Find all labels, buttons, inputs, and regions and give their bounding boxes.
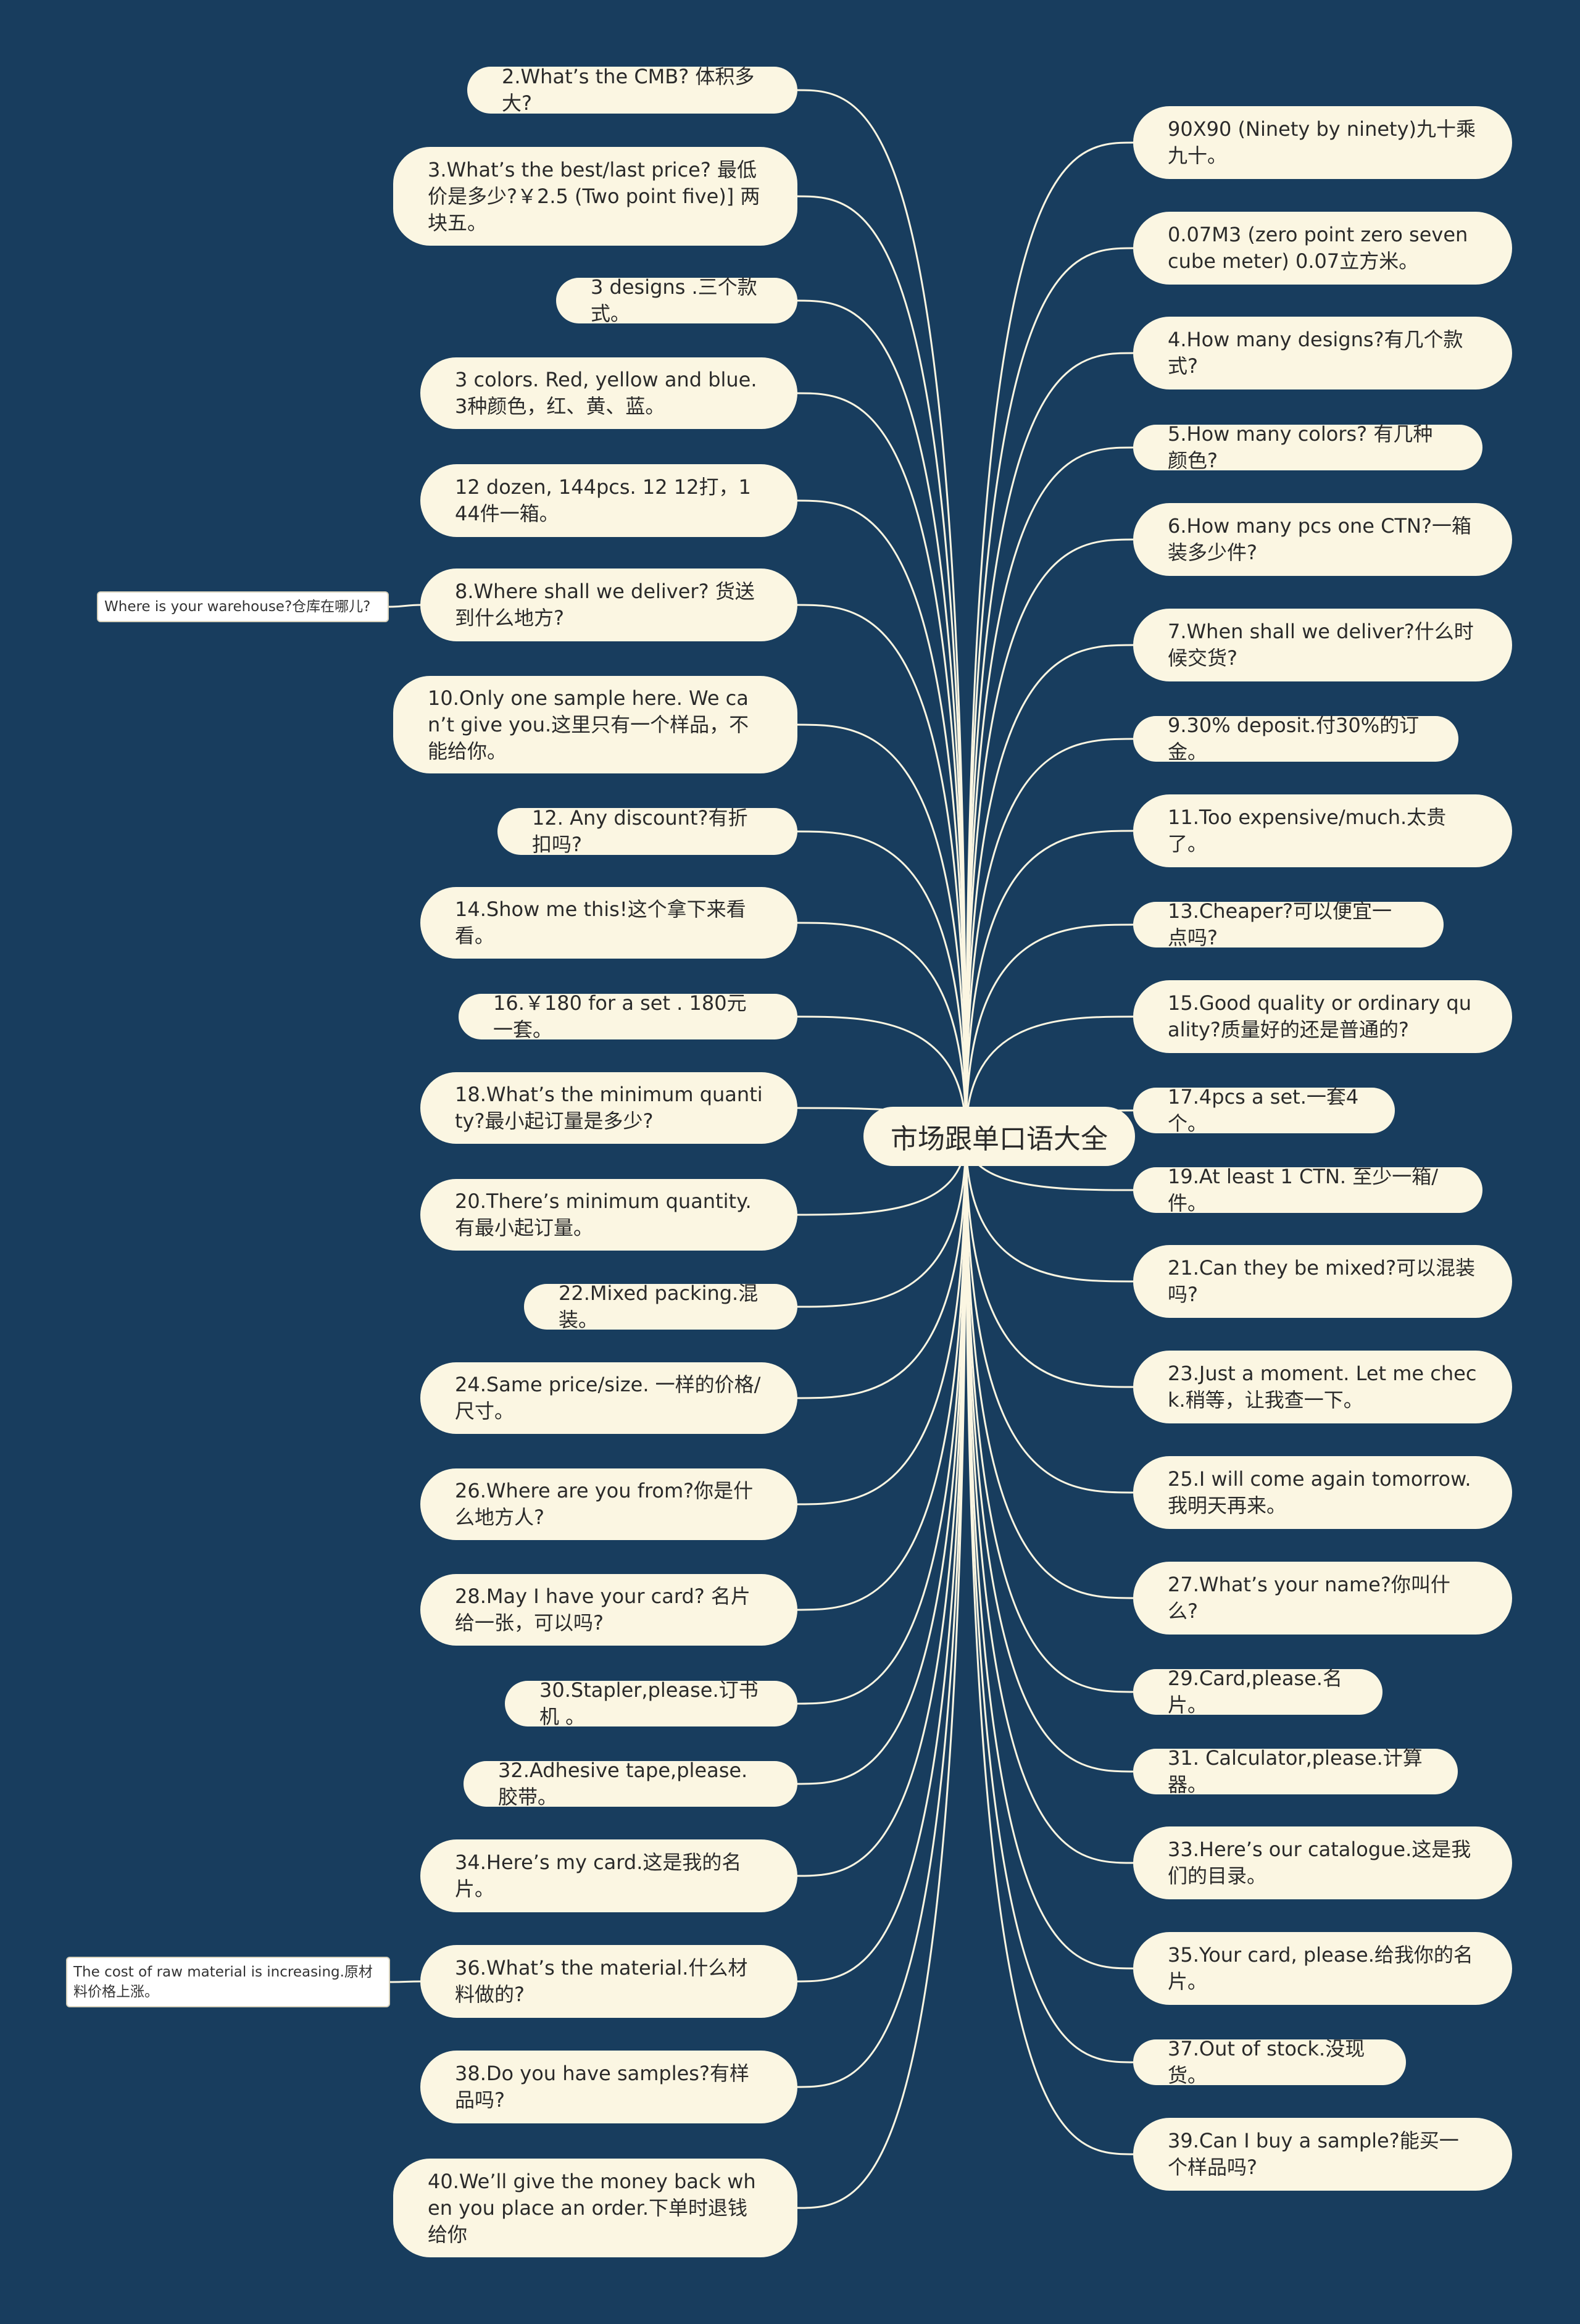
topic-node-right[interactable]: 5.How many colors? 有几种颜色?	[1133, 422, 1482, 472]
central-topic[interactable]: 市场跟单口语大全	[863, 1107, 1135, 1166]
topic-node-right[interactable]: 23.Just a moment. Let me check.稍等，让我查一下。	[1133, 1351, 1512, 1423]
connector-line	[796, 830, 967, 1137]
topic-node-right[interactable]: 33.Here’s our catalogue.这是我们的目录。	[1133, 1826, 1512, 1899]
sub-topic-note[interactable]: The cost of raw material is increasing.原…	[66, 1957, 390, 2007]
connector-line	[796, 723, 967, 1137]
connector-line	[965, 1136, 1135, 1864]
connector-line	[796, 1136, 967, 2088]
topic-node-right[interactable]: 0.07M3 (zero point zero seven cube meter…	[1133, 212, 1512, 285]
connector-line	[796, 922, 967, 1137]
connector-line	[796, 392, 967, 1137]
topic-node-left[interactable]: 22.Mixed packing.混装。	[524, 1281, 797, 1331]
topic-node-left[interactable]: 28.May I have your card? 名片给一张，可以吗?	[420, 1574, 797, 1646]
topic-node-left[interactable]: 26.Where are you from?你是什么地方人?	[420, 1468, 797, 1540]
connector-line	[796, 1136, 967, 1983]
topic-node-left[interactable]: 24.Same price/size. 一样的价格/尺寸。	[420, 1362, 797, 1434]
connector-line	[965, 352, 1135, 1137]
topic-node-left[interactable]: 40.We’ll give the money back when you pl…	[393, 2159, 797, 2257]
connector-line	[965, 923, 1135, 1137]
connector-line	[796, 499, 967, 1137]
sub-topic-note[interactable]: Where is your warehouse?仓库在哪儿?	[97, 591, 389, 622]
topic-node-right[interactable]: 90X90 (Ninety by ninety)九十乘九十。	[1133, 106, 1512, 179]
connector-line	[965, 1136, 1135, 2155]
connector-line	[965, 1136, 1135, 1599]
topic-node-right[interactable]: 15.Good quality or ordinary quality?质量好的…	[1133, 980, 1512, 1053]
topic-node-right[interactable]: 35.Your card, please.给我你的名片。	[1133, 1932, 1512, 2005]
topic-node-left[interactable]: 3 colors. Red, yellow and blue. 3种颜色，红、黄…	[420, 357, 797, 429]
topic-node-left[interactable]: 38.Do you have samples?有样品吗?	[420, 2051, 797, 2123]
topic-node-right[interactable]: 31. Calculator,please.计算器。	[1133, 1746, 1458, 1796]
topic-node-left[interactable]: 12 dozen, 144pcs. 12 12打，144件一箱。	[420, 464, 797, 537]
connector-line	[796, 1136, 967, 1506]
connector-line	[965, 1136, 1135, 2064]
topic-node-right[interactable]: 29.Card,please.名片。	[1133, 1667, 1382, 1717]
connector-line	[796, 604, 967, 1137]
connector-line	[796, 89, 967, 1137]
topic-node-right[interactable]: 27.What’s your name?你叫什么?	[1133, 1562, 1512, 1635]
connector-line	[965, 1136, 1135, 1283]
topic-node-right[interactable]: 39.Can I buy a sample?能买一个样品吗?	[1133, 2118, 1512, 2191]
topic-node-right[interactable]: 21.Can they be mixed?可以混装吗?	[1133, 1245, 1512, 1318]
topic-node-right[interactable]: 9.30% deposit.付30%的订金。	[1133, 714, 1458, 764]
connector-line	[965, 1015, 1135, 1137]
topic-node-left[interactable]: 8.Where shall we deliver? 货送到什么地方?	[420, 569, 797, 641]
topic-node-left[interactable]: 32.Adhesive tape,please.胶带。	[464, 1759, 797, 1809]
connector-line	[796, 1136, 967, 1877]
topic-node-left[interactable]: 18.What’s the minimum quantity?最小起订量是多少?	[420, 1072, 797, 1144]
connector-line	[796, 1136, 967, 1785]
connector-line	[389, 1980, 422, 1983]
topic-node-left[interactable]: 2.What’s the CMB? 体积多大?	[467, 65, 797, 115]
topic-node-right[interactable]: 17.4pcs a set.一套4个。	[1133, 1085, 1395, 1135]
topic-node-right[interactable]: 7.When shall we deliver?什么时候交货?	[1133, 609, 1512, 681]
topic-node-left[interactable]: 12. Any discount?有折扣吗?	[497, 806, 797, 856]
topic-node-right[interactable]: 4.How many designs?有几个款式?	[1133, 317, 1512, 389]
topic-node-right[interactable]: 25.I will come again tomorrow.我明天再来。	[1133, 1456, 1512, 1529]
connector-line	[796, 1136, 967, 1705]
topic-node-left[interactable]: 10.Only one sample here. We can’t give y…	[393, 676, 797, 773]
topic-node-right[interactable]: 6.How many pcs one CTN?一箱装多少件?	[1133, 503, 1512, 576]
connector-line	[796, 1015, 967, 1137]
connector-line	[965, 1136, 1135, 1388]
connector-line	[796, 1136, 967, 1611]
connector-line	[965, 1136, 1135, 1693]
connector-line	[965, 446, 1135, 1137]
connector-line	[388, 604, 422, 608]
topic-node-left[interactable]: 30.Stapler,please.订书机 。	[505, 1678, 797, 1728]
topic-node-left[interactable]: 36.What’s the material.什么材料做的?	[420, 1945, 797, 2018]
connector-line	[965, 247, 1135, 1137]
connector-line	[796, 195, 967, 1137]
connector-line	[796, 1136, 967, 2209]
connector-line	[965, 830, 1135, 1137]
topic-node-right[interactable]: 19.At least 1 CTN. 至少一箱/件。	[1133, 1165, 1482, 1215]
connector-line	[796, 299, 967, 1137]
topic-node-left[interactable]: 34.Here’s my card.这是我的名片。	[420, 1839, 797, 1912]
connector-line	[965, 141, 1135, 1137]
topic-node-right[interactable]: 11.Too expensive/much.太贵了。	[1133, 794, 1512, 867]
connector-line	[965, 1136, 1135, 1773]
topic-node-right[interactable]: 37.Out of stock.没现货。	[1133, 2037, 1406, 2087]
topic-node-left[interactable]: 20.There’s minimum quantity.有最小起订量。	[420, 1179, 797, 1251]
topic-node-left[interactable]: 16.￥180 for a set . 180元一套。	[459, 991, 797, 1041]
connector-line	[965, 538, 1135, 1137]
topic-node-left[interactable]: 3 designs .三个款式。	[556, 275, 797, 325]
connector-line	[965, 738, 1135, 1137]
topic-node-left[interactable]: 14.Show me this!这个拿下来看看。	[420, 887, 797, 959]
connector-line	[796, 1136, 967, 1399]
topic-node-left[interactable]: 3.What’s the best/last price? 最低价是多少?￥2.…	[393, 147, 797, 246]
connector-line	[965, 1136, 1135, 1970]
connector-line	[965, 1136, 1135, 1494]
connector-line	[796, 1136, 967, 1308]
connector-line	[965, 644, 1135, 1137]
topic-node-right[interactable]: 13.Cheaper?可以便宜一点吗?	[1133, 899, 1444, 949]
